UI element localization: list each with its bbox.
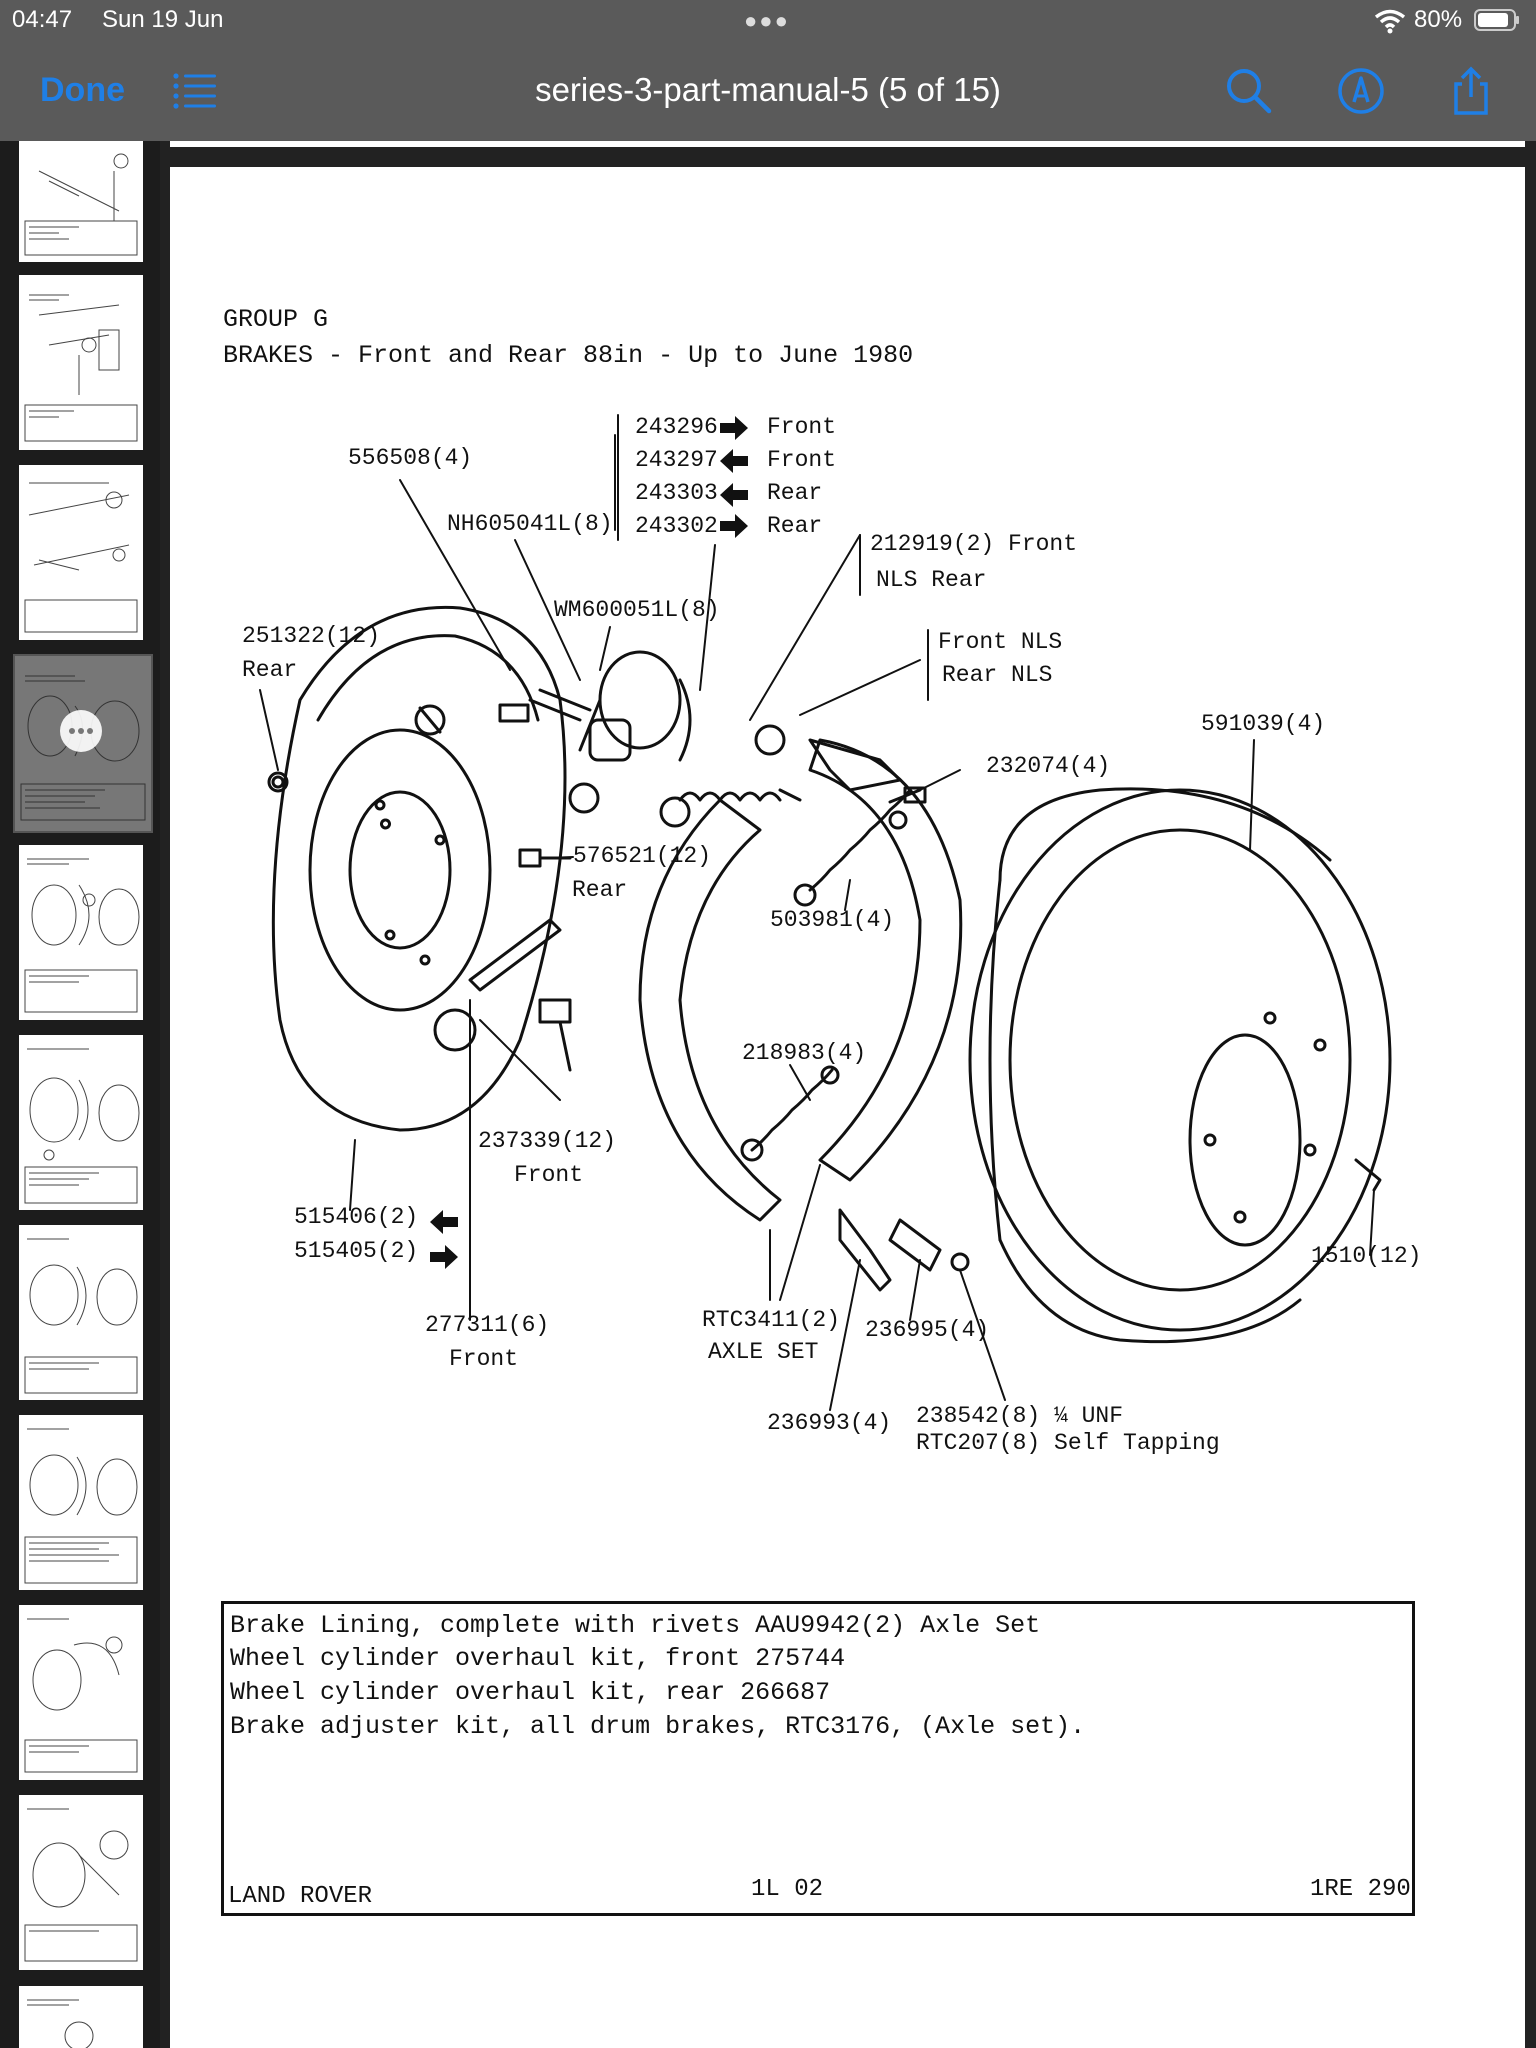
callout-591039: 591039(4) xyxy=(1201,711,1326,737)
callout-576521: 576521(12) xyxy=(573,843,712,869)
status-time: 04:47 xyxy=(12,6,73,33)
group-heading: GROUP G xyxy=(223,305,329,334)
markup-icon[interactable] xyxy=(1336,66,1386,116)
callout-243297: 243297 xyxy=(635,447,718,473)
status-bar: 04:47 Sun 19 Jun ●●● 80% xyxy=(0,0,1536,40)
page-thumbnails-sidebar[interactable] xyxy=(0,141,160,2048)
callout-243296: 243296 xyxy=(635,414,718,440)
note-line: Brake Lining, complete with rivets AAU99… xyxy=(230,1611,1041,1640)
callout-232074: 232074(4) xyxy=(986,753,1111,779)
callout-243303: 243303 xyxy=(635,480,718,506)
callout-wm600051l: WM600051L(8) xyxy=(554,597,720,623)
callout-515405: 515405(2) xyxy=(294,1238,419,1264)
done-button[interactable]: Done xyxy=(40,71,125,109)
page-top-edge xyxy=(170,141,1525,167)
page-thumbnail[interactable] xyxy=(19,845,143,1020)
page-subtitle: BRAKES - Front and Rear 88in - Up to Jun… xyxy=(223,341,914,370)
callout-251322-rear: Rear xyxy=(242,657,298,683)
share-icon[interactable] xyxy=(1446,66,1496,116)
footer-ref-code: 1RE 290 xyxy=(1310,1876,1411,1903)
list-icon[interactable] xyxy=(170,66,220,116)
callout-1510: 1510(12) xyxy=(1311,1243,1422,1269)
battery-icon xyxy=(1474,9,1519,31)
callout-243302-note: Rear xyxy=(767,513,823,539)
callout-rear-nls: Rear NLS xyxy=(942,662,1053,688)
callout-243302: 243302 xyxy=(635,513,718,539)
callout-237339: 237339(12) xyxy=(478,1128,617,1154)
callout-rtc3411-axle-set: AXLE SET xyxy=(708,1339,819,1365)
footer-land-rover: LAND ROVER xyxy=(228,1883,373,1910)
callout-576521-rear: Rear xyxy=(572,877,628,903)
battery-percent: 80% xyxy=(1414,6,1463,33)
callout-nh605041l: NH605041L(8) xyxy=(447,511,613,537)
callout-rtc3411: RTC3411(2) xyxy=(702,1307,841,1333)
navigation-bar: Done series-3-part-manual-5 (5 of 15) xyxy=(0,40,1536,141)
callout-218983: 218983(4) xyxy=(742,1040,867,1066)
page-thumbnail[interactable] xyxy=(19,275,143,450)
callout-236993: 236993(4) xyxy=(767,1410,892,1436)
page-thumbnail[interactable] xyxy=(19,1795,143,1970)
note-line: Wheel cylinder overhaul kit, front 27574… xyxy=(230,1644,846,1673)
page-thumbnail[interactable] xyxy=(19,141,143,262)
page-thumbnail[interactable] xyxy=(19,1986,143,2048)
callout-front-nls: Front NLS xyxy=(938,629,1063,655)
multitasking-dots-icon[interactable]: ●●● xyxy=(744,8,790,33)
page-thumbnail[interactable] xyxy=(19,1605,143,1780)
status-date: Sun 19 Jun xyxy=(102,6,224,33)
document-title: series-3-part-manual-5 (5 of 15) xyxy=(535,71,1001,108)
page-thumbnail[interactable] xyxy=(19,465,143,640)
callout-277311: 277311(6) xyxy=(425,1312,550,1338)
callout-237339-front: Front xyxy=(514,1162,584,1188)
callout-212919-nls: NLS Rear xyxy=(876,567,987,593)
wifi-icon xyxy=(1374,9,1406,34)
page-thumbnail[interactable] xyxy=(19,1225,143,1400)
callout-243296-note: Front xyxy=(767,414,837,440)
callout-503981: 503981(4) xyxy=(770,907,895,933)
page-thumbnail[interactable] xyxy=(19,1035,143,1210)
callout-515406: 515406(2) xyxy=(294,1204,419,1230)
callout-243303-note: Rear xyxy=(767,480,823,506)
callout-236995: 236995(4) xyxy=(865,1317,990,1343)
document-page: GROUP G BRAKES - Front and Rear 88in - U… xyxy=(170,167,1525,2048)
callout-277311-front: Front xyxy=(449,1346,519,1372)
note-line: Brake adjuster kit, all drum brakes, RTC… xyxy=(230,1712,1086,1741)
search-icon[interactable] xyxy=(1224,66,1274,116)
page-thumbnail-selected[interactable] xyxy=(13,654,153,833)
callout-rtc207: RTC207(8) Self Tapping xyxy=(916,1430,1220,1456)
brake-assembly-diagram xyxy=(259,414,1392,1411)
callout-238542: 238542(8) ¼ UNF xyxy=(916,1403,1124,1429)
callout-251322: 251322(12) xyxy=(242,623,381,649)
page-thumbnail[interactable] xyxy=(19,1415,143,1590)
footer-page-code: 1L 02 xyxy=(751,1876,824,1903)
callout-243297-note: Front xyxy=(767,447,837,473)
callout-556508: 556508(4) xyxy=(348,445,473,471)
parts-notes-box: Brake Lining, complete with rivets AAU99… xyxy=(221,1601,1415,1916)
callout-212919: 212919(2) Front xyxy=(870,531,1078,557)
note-line: Wheel cylinder overhaul kit, rear 266687 xyxy=(230,1678,831,1707)
